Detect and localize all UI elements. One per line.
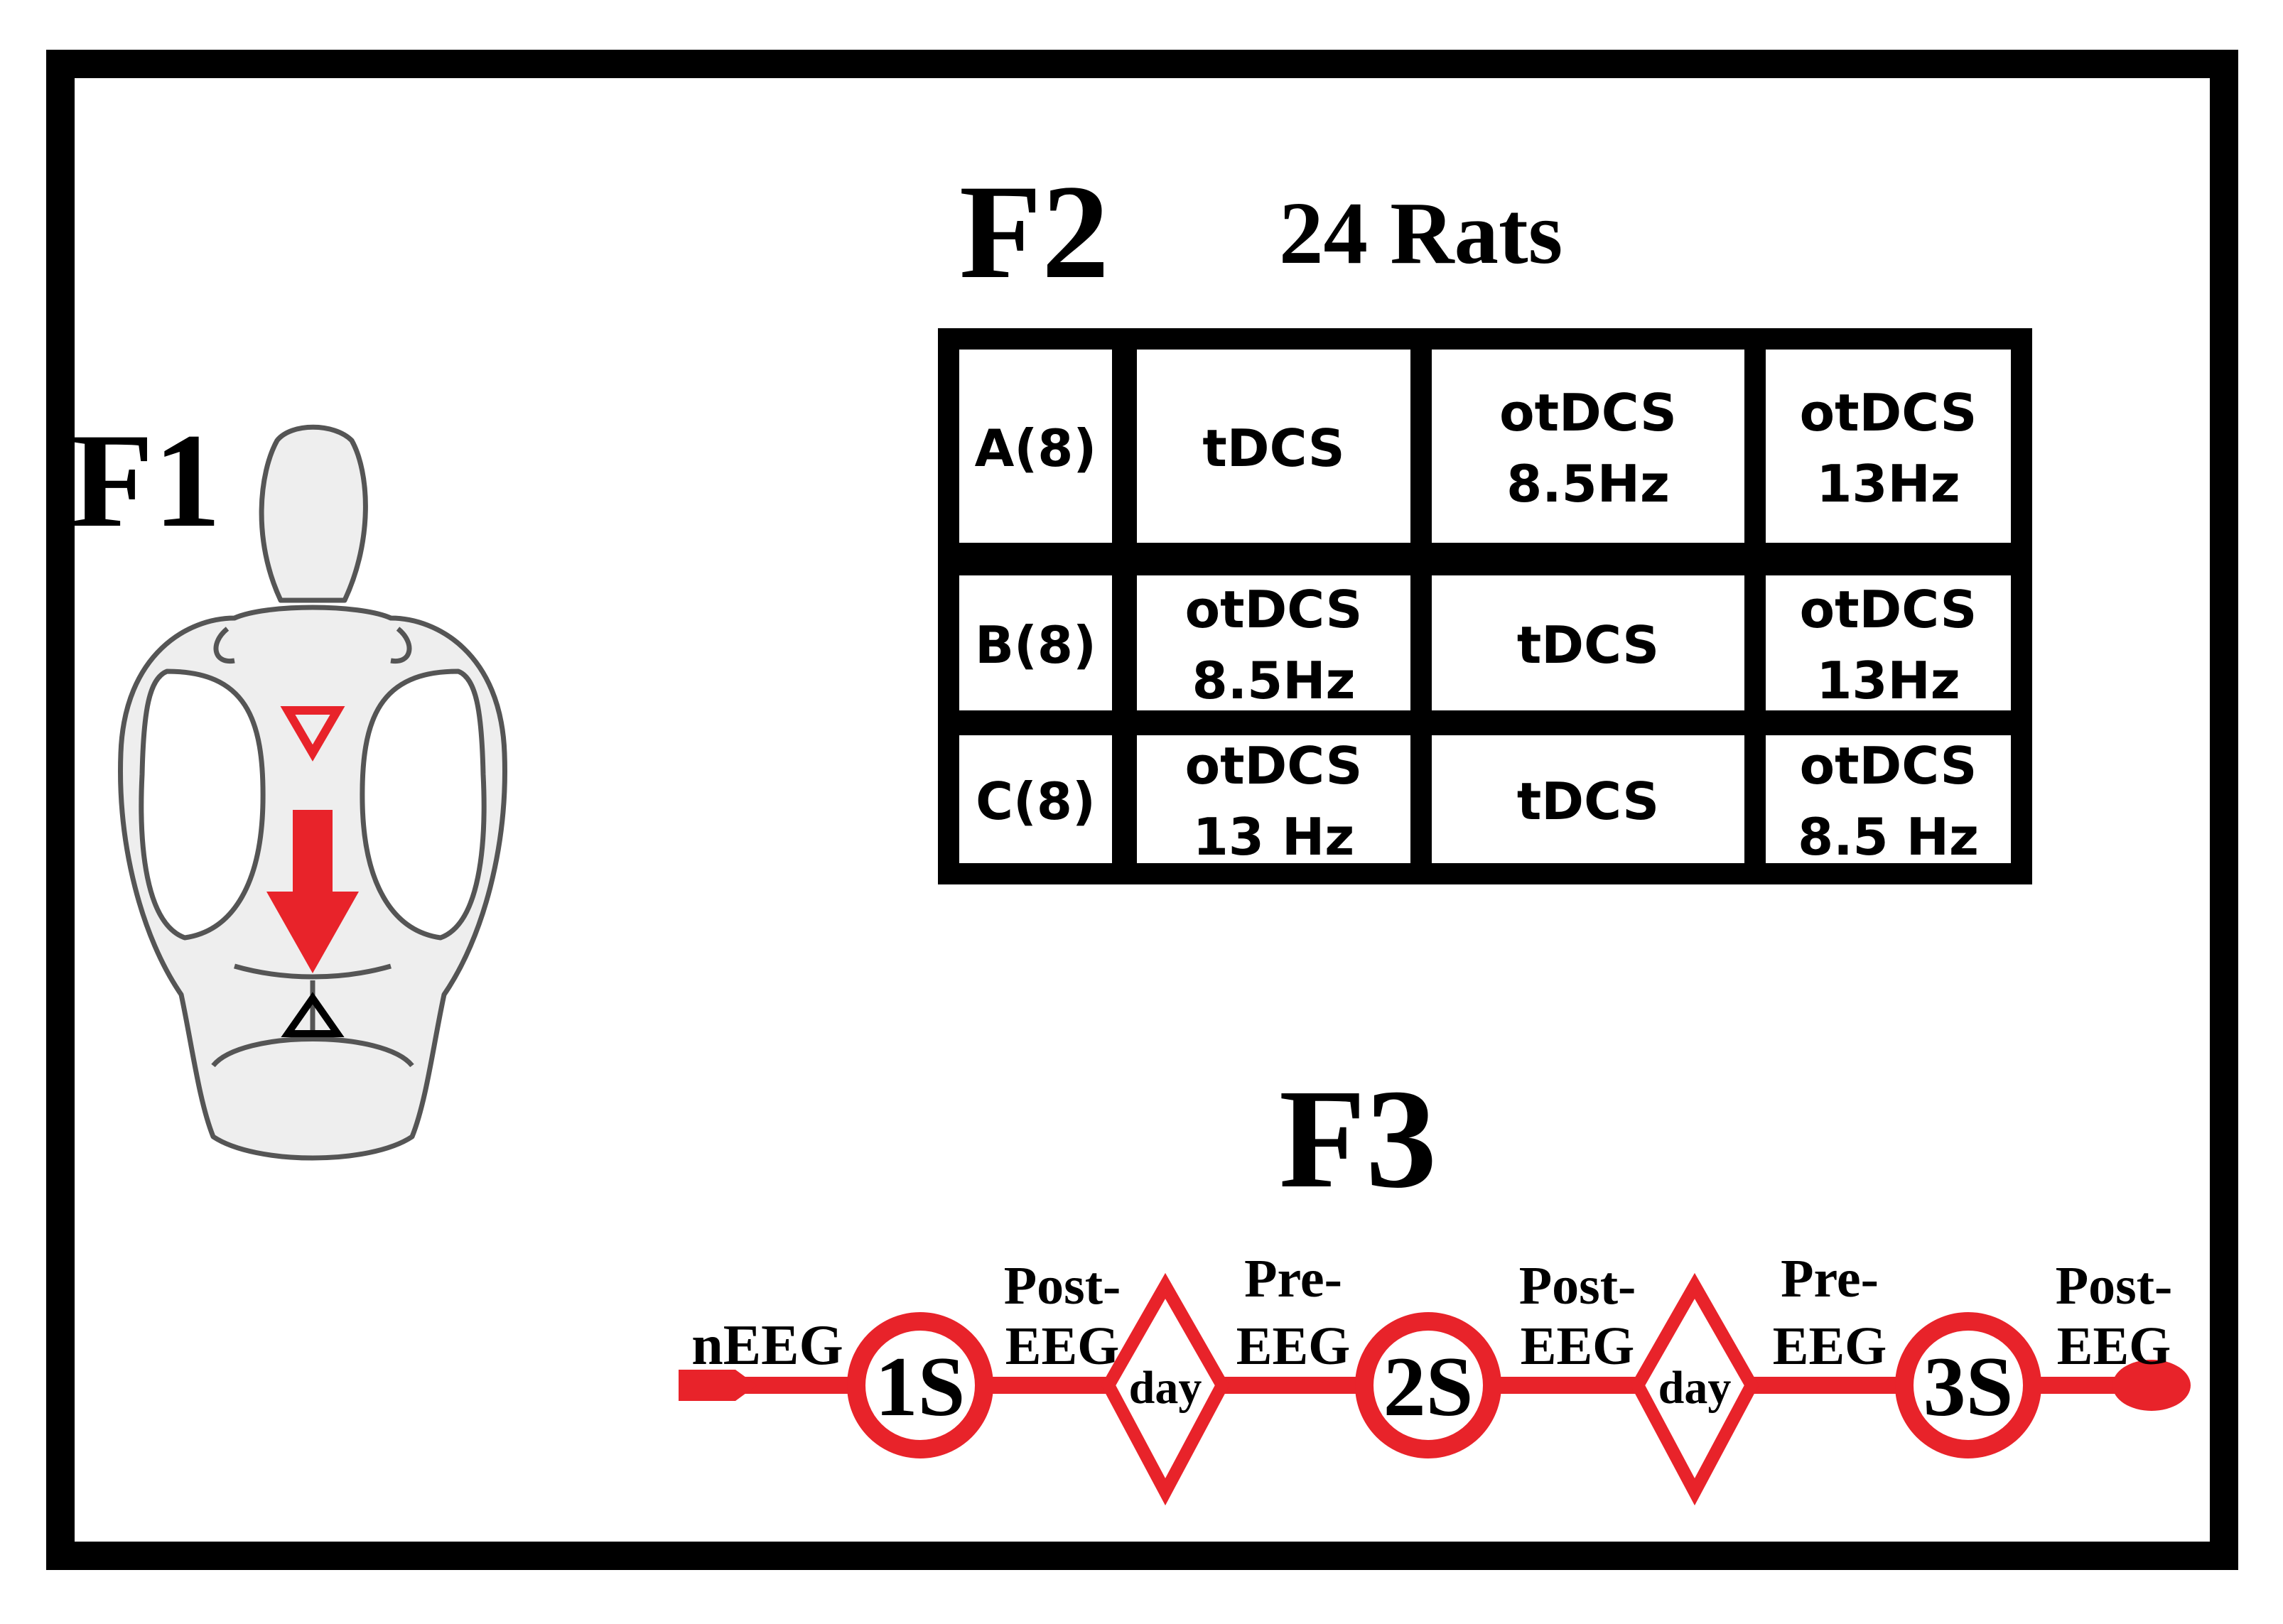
session-label: 3S (1923, 1339, 2014, 1434)
table-cell-text: otDCS (1185, 736, 1363, 796)
table-cell (1137, 350, 1410, 543)
post-eeg-label: EEG (1005, 1316, 1120, 1376)
table-cell (1766, 350, 2011, 543)
skull-right-zygoma (390, 627, 412, 664)
table-group-cell (959, 575, 1112, 710)
table-cell (1432, 350, 1744, 543)
red-down-arrow-icon (266, 810, 359, 973)
session-label: 2S (1383, 1339, 1474, 1434)
timeline-end-dot (2112, 1360, 2191, 1411)
skull-lambdoid-suture (211, 1036, 414, 1068)
day-interval-diamond (1101, 1272, 1230, 1506)
post-eeg-label: EEG (2057, 1316, 2171, 1376)
session-circle (847, 1312, 993, 1458)
day-label: day (1658, 1362, 1732, 1414)
table-cell-text: tDCS (1517, 615, 1659, 675)
table-cell (1137, 735, 1410, 863)
pre-eeg-label: EEG (1236, 1316, 1351, 1376)
figure-frame (46, 50, 2238, 1570)
table-cell (1432, 575, 1744, 710)
table-group-cell (959, 735, 1112, 863)
day-label: day (1129, 1362, 1202, 1414)
table-cell-text: tDCS (1517, 772, 1659, 831)
f2-title: 24 Rats (1279, 185, 1563, 283)
pre-eeg-label: Pre- (1781, 1249, 1879, 1309)
table-cell-text: 8.5Hz (1506, 454, 1670, 514)
table-group-label: B(8) (975, 615, 1096, 675)
table-cell-text: otDCS (1185, 580, 1363, 639)
skull-left-orbit (139, 668, 266, 941)
group-table: A(8)tDCSotDCS8.5HzotDCS13HzB(8)otDCS8.5H… (938, 328, 2032, 884)
pre-eeg-label: Pre- (1244, 1249, 1342, 1309)
session-circle (1895, 1312, 2041, 1458)
skull-coronal-suture (234, 963, 392, 980)
timeline-start-arrow (679, 1370, 757, 1401)
table-cell-text: 8.5 Hz (1798, 807, 1979, 867)
panel-label-f1: F1 (71, 406, 221, 556)
session-label: 1S (875, 1339, 966, 1434)
table-cell-text: otDCS (1800, 580, 1977, 639)
table-cells: A(8)tDCSotDCS8.5HzotDCS13HzB(8)otDCS8.5H… (959, 350, 2011, 867)
table-cell-text: 8.5Hz (1192, 651, 1356, 710)
table-cell (1432, 735, 1744, 863)
table-cell-text: otDCS (1800, 383, 1977, 443)
post-eeg-label: Post- (2056, 1256, 2173, 1316)
black-hollow-triangle-icon (281, 992, 345, 1037)
table-cell-text: 13Hz (1816, 651, 1960, 710)
table-cell-text: otDCS (1800, 736, 1977, 796)
skull-right-orbit (360, 668, 487, 941)
table-cell-text: tDCS (1202, 418, 1344, 478)
table-cell (1766, 575, 2011, 710)
skull-left-zygoma (213, 627, 235, 664)
day-interval-diamond (1630, 1272, 1759, 1506)
post-eeg-label: Post- (1004, 1256, 1121, 1316)
pre-eeg-label: EEG (1773, 1316, 1887, 1376)
red-hollow-triangle-icon (280, 706, 345, 762)
table-cell (1137, 575, 1410, 710)
table-group-label: A(8) (975, 418, 1097, 478)
panel-label-f2: F2 (959, 158, 1109, 307)
panel-label-f3: F3 (1279, 1061, 1437, 1218)
post-eeg-label: Post- (1519, 1256, 1636, 1316)
skull-snout (259, 424, 368, 603)
table-group-cell (959, 350, 1112, 543)
table-cell-text: otDCS (1499, 383, 1677, 443)
session-circle (1355, 1312, 1501, 1458)
table-cell (1766, 735, 2011, 863)
post-eeg-label: EEG (1521, 1316, 1635, 1376)
table-cell-text: 13Hz (1816, 454, 1960, 514)
table-cell-text: 13 Hz (1193, 807, 1354, 867)
start-eeg-label: nEEG (691, 1314, 843, 1377)
table-group-label: C(8) (976, 772, 1096, 831)
